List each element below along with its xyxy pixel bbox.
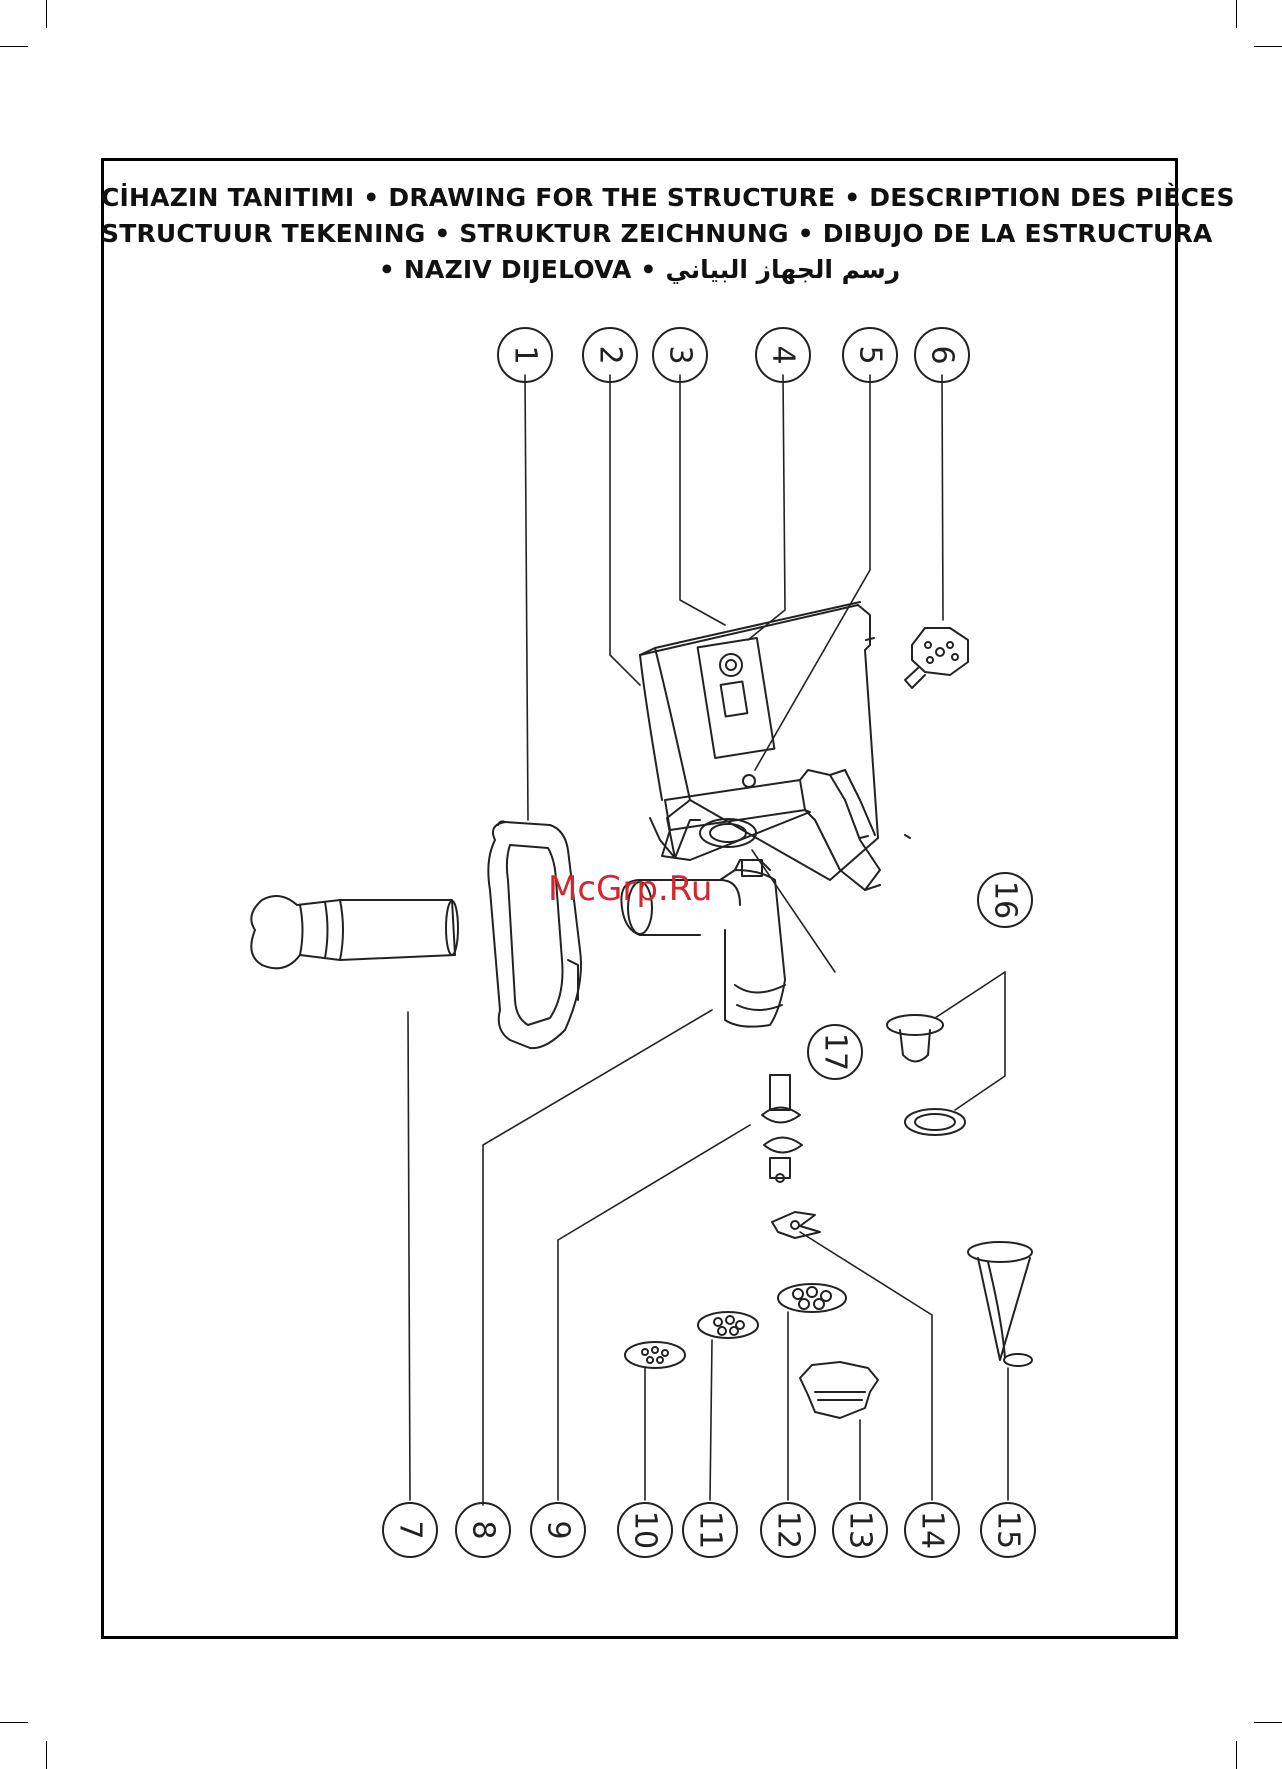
callout-3: 3 <box>653 328 707 382</box>
callout-12: 12 <box>761 1503 815 1557</box>
svg-text:1: 1 <box>508 345 543 364</box>
callout-11: 11 <box>683 1503 737 1557</box>
callout-9: 9 <box>531 1503 585 1557</box>
callout-17: 17 <box>808 1025 862 1079</box>
svg-text:12: 12 <box>771 1511 806 1549</box>
food-tray <box>488 821 581 1048</box>
svg-text:13: 13 <box>843 1511 878 1549</box>
svg-text:4: 4 <box>766 345 801 364</box>
cutting-plate-fine <box>625 1342 685 1368</box>
callout-2: 2 <box>583 328 637 382</box>
svg-text:7: 7 <box>393 1520 428 1539</box>
svg-text:3: 3 <box>663 345 698 364</box>
callout-1: 1 <box>498 328 552 382</box>
svg-text:14: 14 <box>915 1511 950 1549</box>
cutting-plate-coarse <box>778 1284 846 1312</box>
auger-screw <box>762 1075 802 1182</box>
kebbe-attachment <box>887 1015 965 1135</box>
callout-16: 16 <box>978 873 1032 927</box>
callout-6: 6 <box>915 328 969 382</box>
svg-text:5: 5 <box>853 345 888 364</box>
callout-8: 8 <box>456 1503 510 1557</box>
svg-text:11: 11 <box>693 1511 728 1549</box>
cutting-blade <box>772 1212 820 1238</box>
svg-text:9: 9 <box>541 1520 576 1539</box>
callout-13: 13 <box>833 1503 887 1557</box>
adjusting-knob <box>905 628 968 688</box>
svg-text:17: 17 <box>818 1033 853 1071</box>
svg-text:16: 16 <box>988 881 1023 919</box>
svg-text:10: 10 <box>628 1511 663 1549</box>
callout-4: 4 <box>756 328 810 382</box>
callout-7: 7 <box>383 1503 437 1557</box>
food-pusher <box>251 896 458 968</box>
svg-text:8: 8 <box>466 1520 501 1539</box>
callout-14: 14 <box>905 1503 959 1557</box>
svg-text:15: 15 <box>991 1511 1026 1549</box>
sausage-nozzle <box>968 1242 1032 1366</box>
fixing-ring <box>800 1362 878 1418</box>
cutting-plate-medium <box>698 1312 758 1338</box>
watermark: McGrp.Ru <box>548 869 712 909</box>
callout-15: 15 <box>981 1503 1035 1557</box>
motor-housing <box>640 602 910 890</box>
callout-10: 10 <box>618 1503 672 1557</box>
callout-5: 5 <box>843 328 897 382</box>
svg-text:6: 6 <box>925 345 960 364</box>
svg-text:2: 2 <box>593 345 628 364</box>
